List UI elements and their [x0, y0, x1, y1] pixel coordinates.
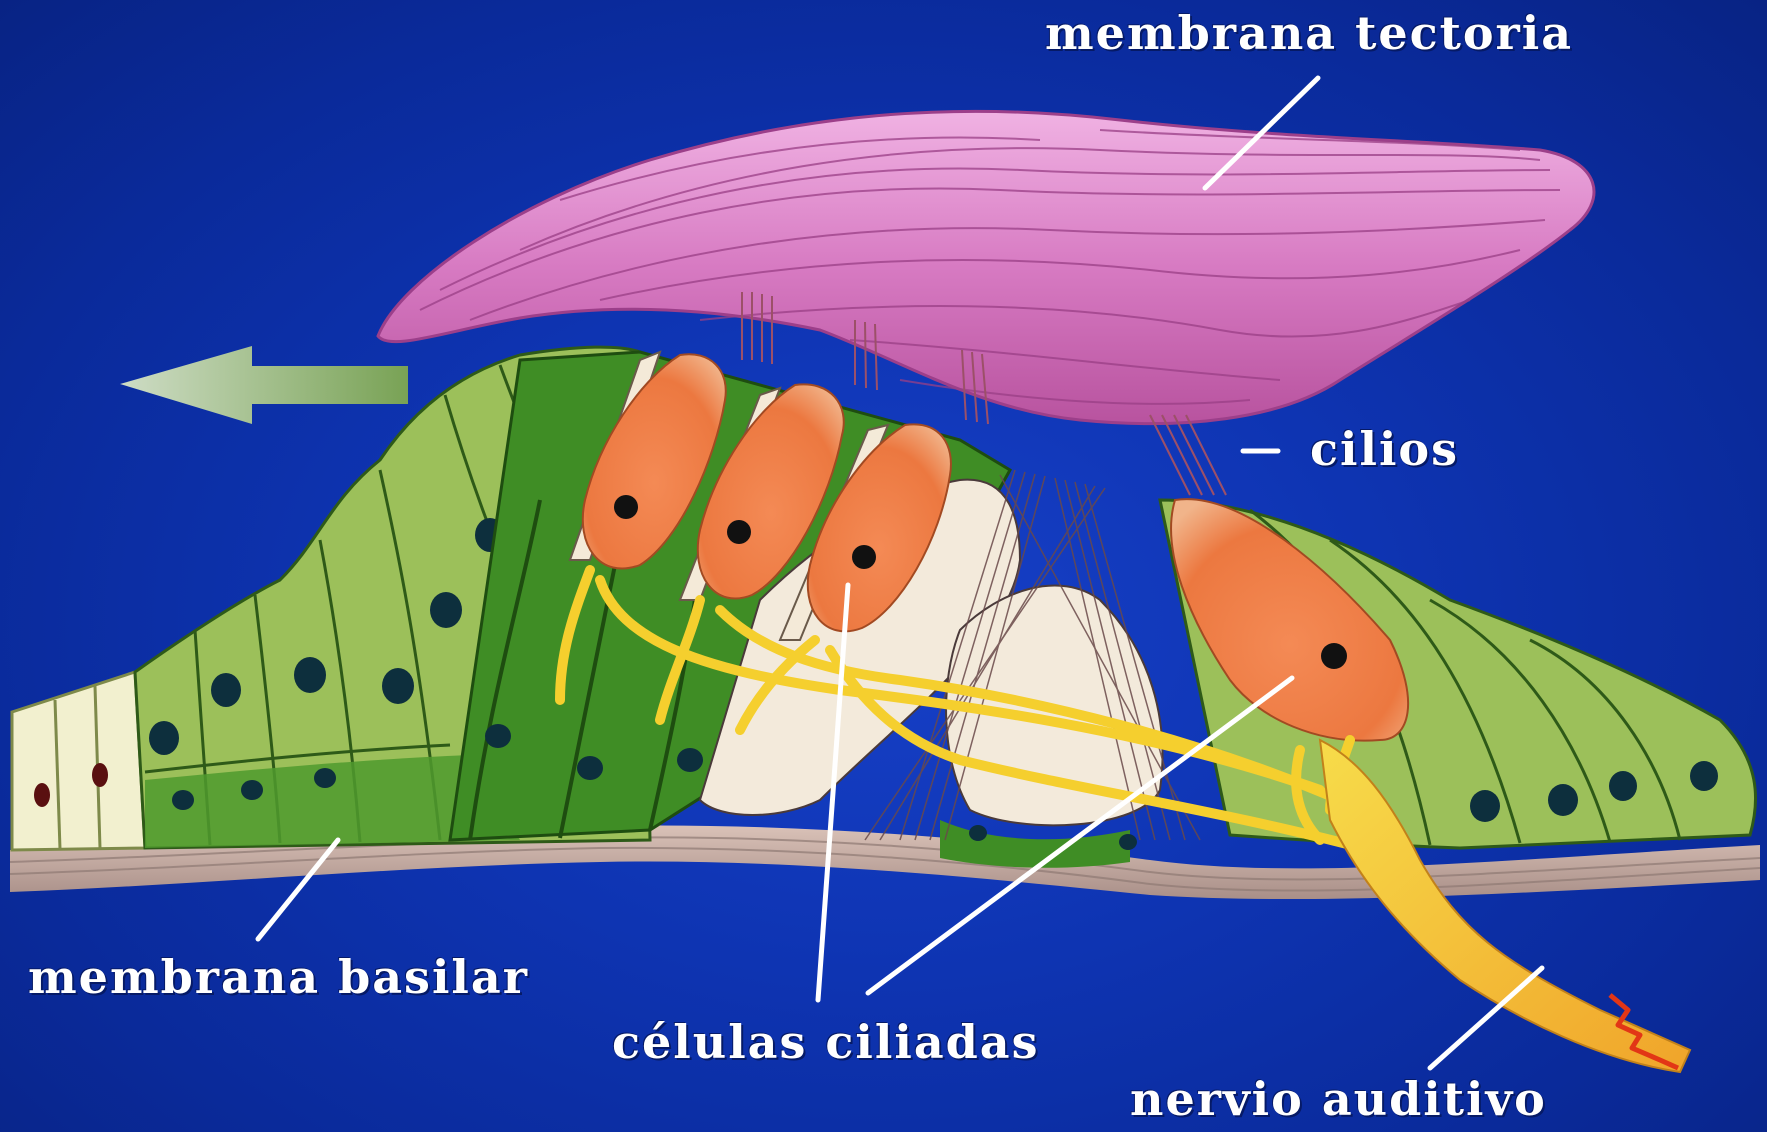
cilia-label: cilios [1310, 422, 1459, 476]
basilar-membrane-label: membrana basilar [28, 950, 529, 1004]
left-arrow-icon [120, 346, 408, 424]
tectorial-membrane-label: membrana tectoria [1045, 6, 1573, 60]
hair-cells-label: células ciliadas [612, 1015, 1040, 1069]
outer-epithelial-cells [12, 672, 145, 850]
auditory-nerve-label: nervio auditivo [1130, 1072, 1547, 1126]
